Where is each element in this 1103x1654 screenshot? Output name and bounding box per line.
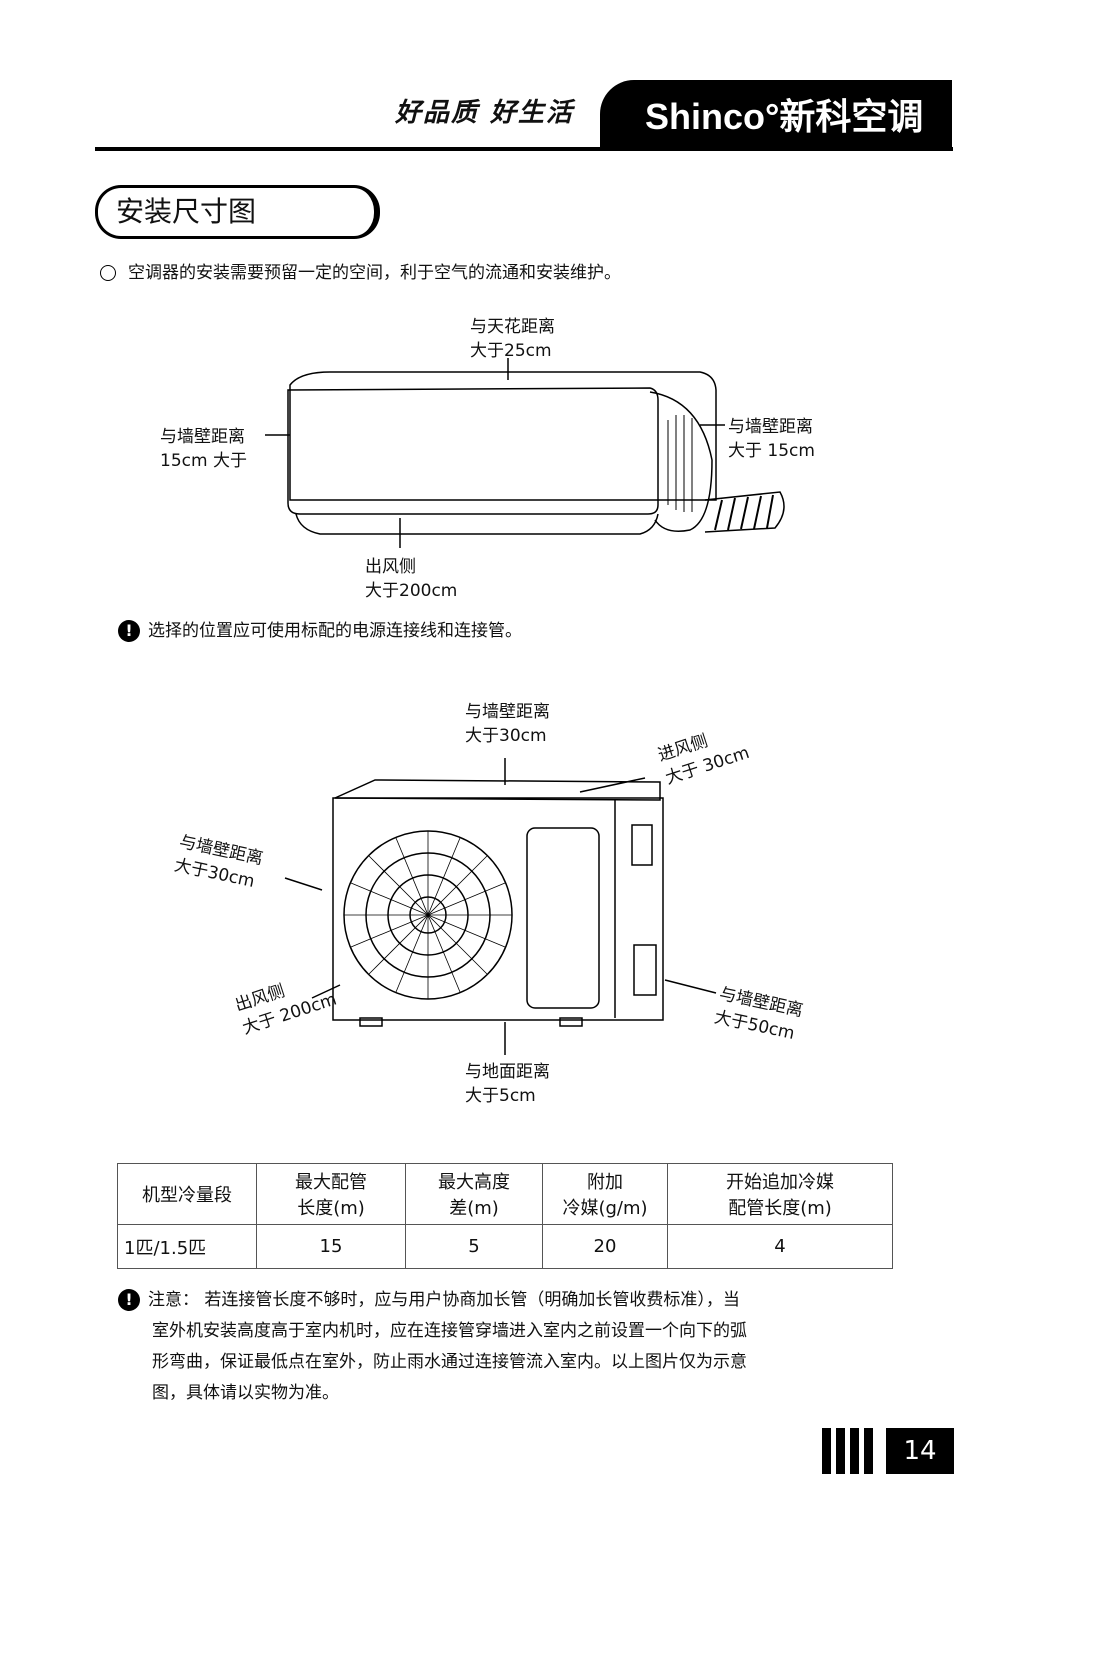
outdoor-ground-clearance: 与地面距离大于5cm (465, 1060, 550, 1108)
indoor-left-clearance: 与墙壁距离 15cm 大于 (160, 425, 247, 473)
label-line: 与天花距离 (470, 317, 555, 337)
header-line: 冷媒(g/m) (562, 1198, 648, 1219)
header-cell: 最大配管长度(m) (256, 1163, 406, 1225)
note-line: !注意： 若连接管长度不够时，应与用户协商加长管（明确加长管收费标准），当 (118, 1285, 747, 1316)
table-cell: 20 (542, 1224, 668, 1269)
label-line: 大于30cm (465, 726, 547, 746)
table-row: 1匹/1.5匹 15 5 20 4 (117, 1224, 893, 1269)
note-line: 形弯曲，保证最低点在室外，防止雨水通过连接管流入室内。以上图片仅为示意 (152, 1352, 747, 1372)
label-line: 与墙壁距离 (160, 427, 245, 447)
warning-icon: ! (118, 1289, 140, 1311)
note-line: 室外机安装高度高于室内机时，应在连接管穿墙进入室内之前设置一个向下的弧 (152, 1321, 747, 1341)
indoor-unit-illustration (265, 358, 785, 548)
header-line: 机型冷量段 (142, 1185, 232, 1206)
page-number: 14 (886, 1428, 954, 1474)
page-number-badge: 14 (822, 1428, 954, 1474)
note-power-cable: !选择的位置应可使用标配的电源连接线和连接管。 (118, 616, 522, 642)
label-line: 15cm 大于 (160, 451, 247, 471)
indoor-outlet-clearance: 出风侧大于200cm (365, 555, 457, 603)
section-title: 安装尺寸图 (95, 185, 380, 239)
label-line: 大于200cm (365, 581, 458, 601)
table-cell: 15 (256, 1224, 406, 1269)
note-line: 图，具体请以实物为准。 (152, 1383, 339, 1403)
outdoor-back-clearance: 与墙壁距离大于30cm (465, 700, 550, 748)
header-line: 长度(m) (297, 1198, 365, 1219)
indoor-ceiling-clearance: 与天花距离大于25cm (470, 315, 555, 363)
brand-banner (600, 80, 952, 148)
header-line: 开始追加冷媒 (726, 1172, 834, 1193)
note-extension-pipe: !注意： 若连接管长度不够时，应与用户协商加长管（明确加长管收费标准），当 室外… (118, 1285, 747, 1409)
header-line: 最大高度 (438, 1172, 510, 1193)
header-line: 配管长度(m) (728, 1198, 832, 1219)
warning-icon: ! (118, 620, 140, 642)
table-cell: 1匹/1.5匹 (117, 1224, 257, 1269)
label-line: 与墙壁距离 (465, 702, 550, 722)
label-line: 大于5cm (465, 1086, 536, 1106)
table-header-row: 机型冷量段 最大配管长度(m) 最大高度差(m) 附加冷媒(g/m) 开始追加冷… (117, 1163, 893, 1225)
header-rule (95, 147, 953, 151)
label-line: 出风侧 (365, 557, 416, 577)
header-line: 最大配管 (295, 1172, 367, 1193)
pipe-spec-table: 机型冷量段 最大配管长度(m) 最大高度差(m) 附加冷媒(g/m) 开始追加冷… (117, 1163, 893, 1269)
header-cell: 最大高度差(m) (405, 1163, 543, 1225)
header-cell: 附加冷媒(g/m) (542, 1163, 668, 1225)
label-line: 与墙壁距离 (728, 417, 813, 437)
slogan: 好品质 好生活 (395, 98, 575, 128)
header-line: 差(m) (449, 1198, 499, 1219)
table-cell: 4 (667, 1224, 893, 1269)
header-cell: 开始追加冷媒配管长度(m) (667, 1163, 893, 1225)
label-line: 大于25cm (470, 341, 552, 361)
header-line: 附加 (587, 1172, 623, 1193)
circle-bullet-icon (100, 265, 116, 281)
label-line: 大于 15cm (728, 441, 815, 461)
intro-text: 空调器的安装需要预留一定的空间，利于空气的流通和安装维护。 (100, 258, 621, 283)
header-cell: 机型冷量段 (117, 1163, 257, 1225)
outdoor-unit-illustration (284, 758, 717, 1055)
brand-logo: Shinco°新科空调 (645, 96, 924, 137)
table-cell: 5 (405, 1224, 543, 1269)
label-line: 与地面距离 (465, 1062, 550, 1082)
indoor-right-clearance: 与墙壁距离大于 15cm (728, 415, 815, 463)
